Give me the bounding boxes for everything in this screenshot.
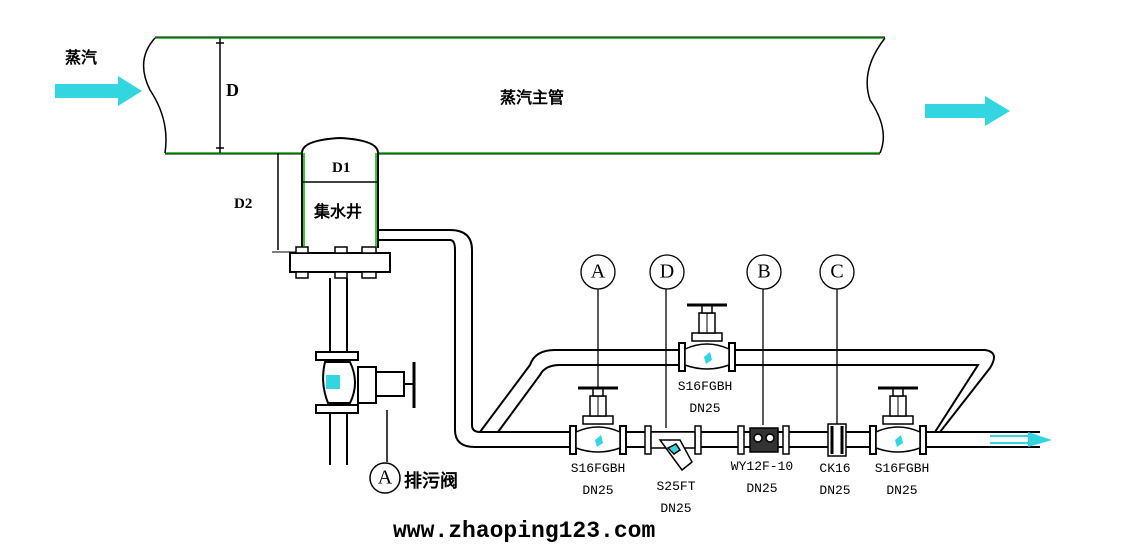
size: DN25: [819, 483, 851, 498]
dim-d-label: D: [226, 80, 239, 100]
globe-valve-icon: [868, 386, 928, 456]
dim-d2-label: D2: [234, 196, 253, 212]
main-steam-pipe: [142, 37, 886, 154]
drain-pipe: [315, 278, 416, 494]
inlet-arrow-icon: [55, 76, 142, 106]
model: S16FGBH: [570, 461, 626, 476]
callout-d: [649, 254, 685, 290]
collector-well: [272, 136, 391, 279]
callout-c-letter: C: [830, 260, 844, 283]
callout-c: [819, 254, 855, 290]
size: DN25: [746, 481, 778, 496]
outlet-arrow-icon: [925, 96, 1010, 126]
drain-valve-label: 排污阀: [404, 471, 458, 492]
size: DN25: [660, 501, 692, 516]
strainer-icon: [644, 425, 702, 472]
model: CK16: [819, 461, 851, 476]
main-pipe-label: 蒸汽主管: [500, 88, 565, 107]
callout-b-letter: B: [757, 260, 771, 283]
size: DN25: [689, 401, 721, 416]
size: DN25: [886, 483, 918, 498]
steam-label: 蒸汽: [65, 48, 98, 67]
pressure-reducing-valve-icon: [737, 425, 790, 455]
dimension-d: [216, 38, 224, 153]
component-label: S16FGBH DN25: [571, 458, 626, 502]
model: S25FT: [656, 479, 696, 494]
callout-drain-letter: A: [377, 466, 393, 489]
flow-arrow-icon: [1028, 432, 1052, 447]
watermark: www.zhaoping123.com: [393, 518, 656, 544]
model: S16FGBH: [874, 461, 930, 476]
bypass-component-label: S16FGBH DN25: [678, 376, 733, 420]
dim-d1-label: D1: [332, 160, 351, 176]
check-valve-icon: [827, 423, 847, 457]
component-label: S25FT DN25: [656, 476, 695, 520]
condensate-pipe: [378, 229, 1040, 448]
model: WY12F-10: [730, 459, 794, 474]
component-label: S16FGBH DN25: [875, 458, 930, 502]
callout-a-letter: A: [590, 260, 606, 283]
globe-valve-icon: [568, 386, 628, 456]
callout-b: [746, 254, 782, 290]
callout-a: [580, 254, 616, 290]
size: DN25: [582, 483, 614, 498]
bypass-globe-valve-icon: [677, 303, 737, 373]
collector-label: 集水井: [314, 202, 363, 221]
callout-d-letter: D: [659, 260, 675, 283]
model: S16FGBH: [677, 379, 733, 394]
